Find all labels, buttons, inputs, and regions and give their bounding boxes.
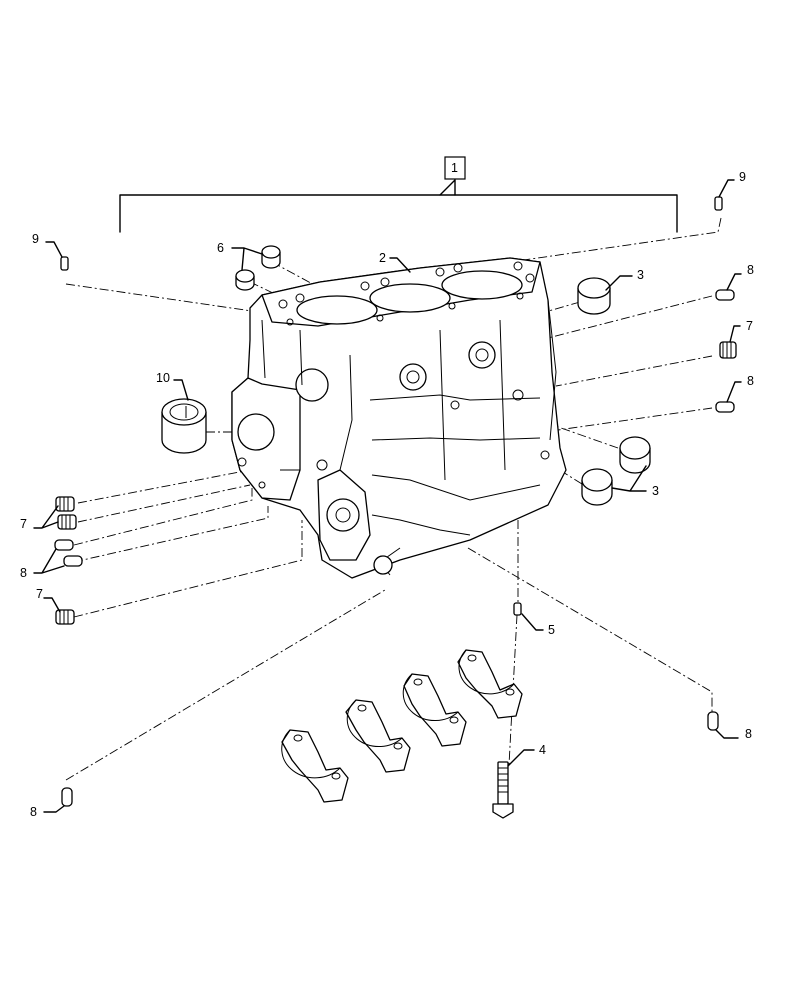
core-plug-top-right[interactable] — [577, 277, 611, 315]
callout-label-7-left: 7 — [20, 517, 27, 531]
callout-label-8-right-lower: 8 — [747, 374, 754, 388]
callout-8-left[interactable]: 8 — [20, 548, 65, 580]
dowel-pin-right-1[interactable] — [715, 289, 735, 301]
engine-block[interactable] — [231, 257, 567, 579]
small-plug-lower[interactable] — [235, 269, 255, 291]
callout-label-7-right: 7 — [746, 319, 753, 333]
cylinder-bore-2 — [369, 283, 451, 313]
callout-label-9-left: 9 — [32, 232, 39, 246]
callout-label-8-right-upper: 8 — [747, 263, 754, 277]
callout-2[interactable]: 2 — [379, 251, 411, 273]
callout-label-10: 10 — [156, 371, 170, 385]
threaded-plug-left-1[interactable] — [55, 496, 75, 512]
dowel-pin-bottom-right[interactable] — [707, 711, 719, 731]
callout-label-6: 6 — [217, 241, 224, 255]
callout-8-right-upper[interactable]: 8 — [726, 263, 754, 291]
dowel-pin-right-2[interactable] — [715, 401, 735, 413]
main-bearing-cap-2[interactable] — [345, 699, 411, 773]
threaded-plug-left-2[interactable] — [57, 514, 77, 530]
callout-label-3-lower: 3 — [652, 484, 659, 498]
callout-label-8-bottom-right: 8 — [745, 727, 752, 741]
camshaft-bushing[interactable] — [161, 398, 207, 454]
callout-label-3-upper: 3 — [637, 268, 644, 282]
callout-label-8-bottom-left: 8 — [30, 805, 37, 819]
callout-box-1[interactable] — [444, 156, 466, 180]
callout-6[interactable]: 6 — [217, 241, 263, 271]
callout-label-1: 1 — [451, 161, 458, 175]
cylinder-bore-1 — [296, 295, 378, 325]
threaded-plug-left-3[interactable] — [55, 609, 75, 625]
small-plug-upper[interactable] — [261, 245, 281, 269]
dowel-pin-left-1[interactable] — [54, 539, 74, 551]
main-bearing-cap-3[interactable] — [402, 673, 467, 747]
callout-7-right[interactable]: 7 — [729, 319, 753, 343]
sleeve-pin-left[interactable] — [60, 256, 69, 271]
callout-label-8-left: 8 — [20, 566, 27, 580]
callout-8-bottom-left[interactable]: 8 — [30, 805, 65, 819]
sleeve-pin-right[interactable] — [714, 196, 723, 211]
callout-9-right[interactable]: 9 — [718, 170, 746, 198]
camshaft-bore — [237, 413, 275, 451]
callout-label-4: 4 — [539, 743, 546, 757]
callout-5[interactable]: 5 — [521, 613, 555, 637]
main-bearing-cap-1[interactable] — [281, 729, 349, 803]
callout-label-9-right: 9 — [739, 170, 746, 184]
cylinder-bore-3 — [441, 270, 523, 300]
dowel-pin-left-2[interactable] — [63, 555, 83, 567]
callout-4[interactable]: 4 — [507, 743, 546, 767]
callout-label-7-lower-left: 7 — [36, 587, 43, 601]
callout-7-lower-left[interactable]: 7 — [36, 587, 61, 613]
core-plug-right-upper[interactable] — [619, 436, 651, 474]
dowel-pin-bottom-left[interactable] — [61, 787, 73, 807]
core-plug-right-lower[interactable] — [581, 468, 613, 506]
callout-8-bottom-right[interactable]: 8 — [715, 727, 752, 741]
small-pin[interactable] — [513, 602, 522, 616]
callout-label-2: 2 — [379, 251, 386, 265]
main-bearing-bolt[interactable] — [492, 761, 514, 819]
callout-9-left[interactable]: 9 — [32, 232, 63, 258]
callout-10[interactable]: 10 — [156, 371, 189, 401]
callout-3-upper[interactable]: 3 — [605, 268, 644, 291]
callout-8-right-lower[interactable]: 8 — [726, 374, 754, 403]
main-bearing-cap-4[interactable] — [457, 649, 523, 719]
threaded-plug-right[interactable] — [719, 341, 737, 359]
callout-7-left[interactable]: 7 — [20, 505, 59, 531]
assembly-bracket: 1 — [119, 156, 678, 233]
callout-3-lower[interactable]: 3 — [611, 465, 659, 498]
callout-label-5: 5 — [548, 623, 555, 637]
